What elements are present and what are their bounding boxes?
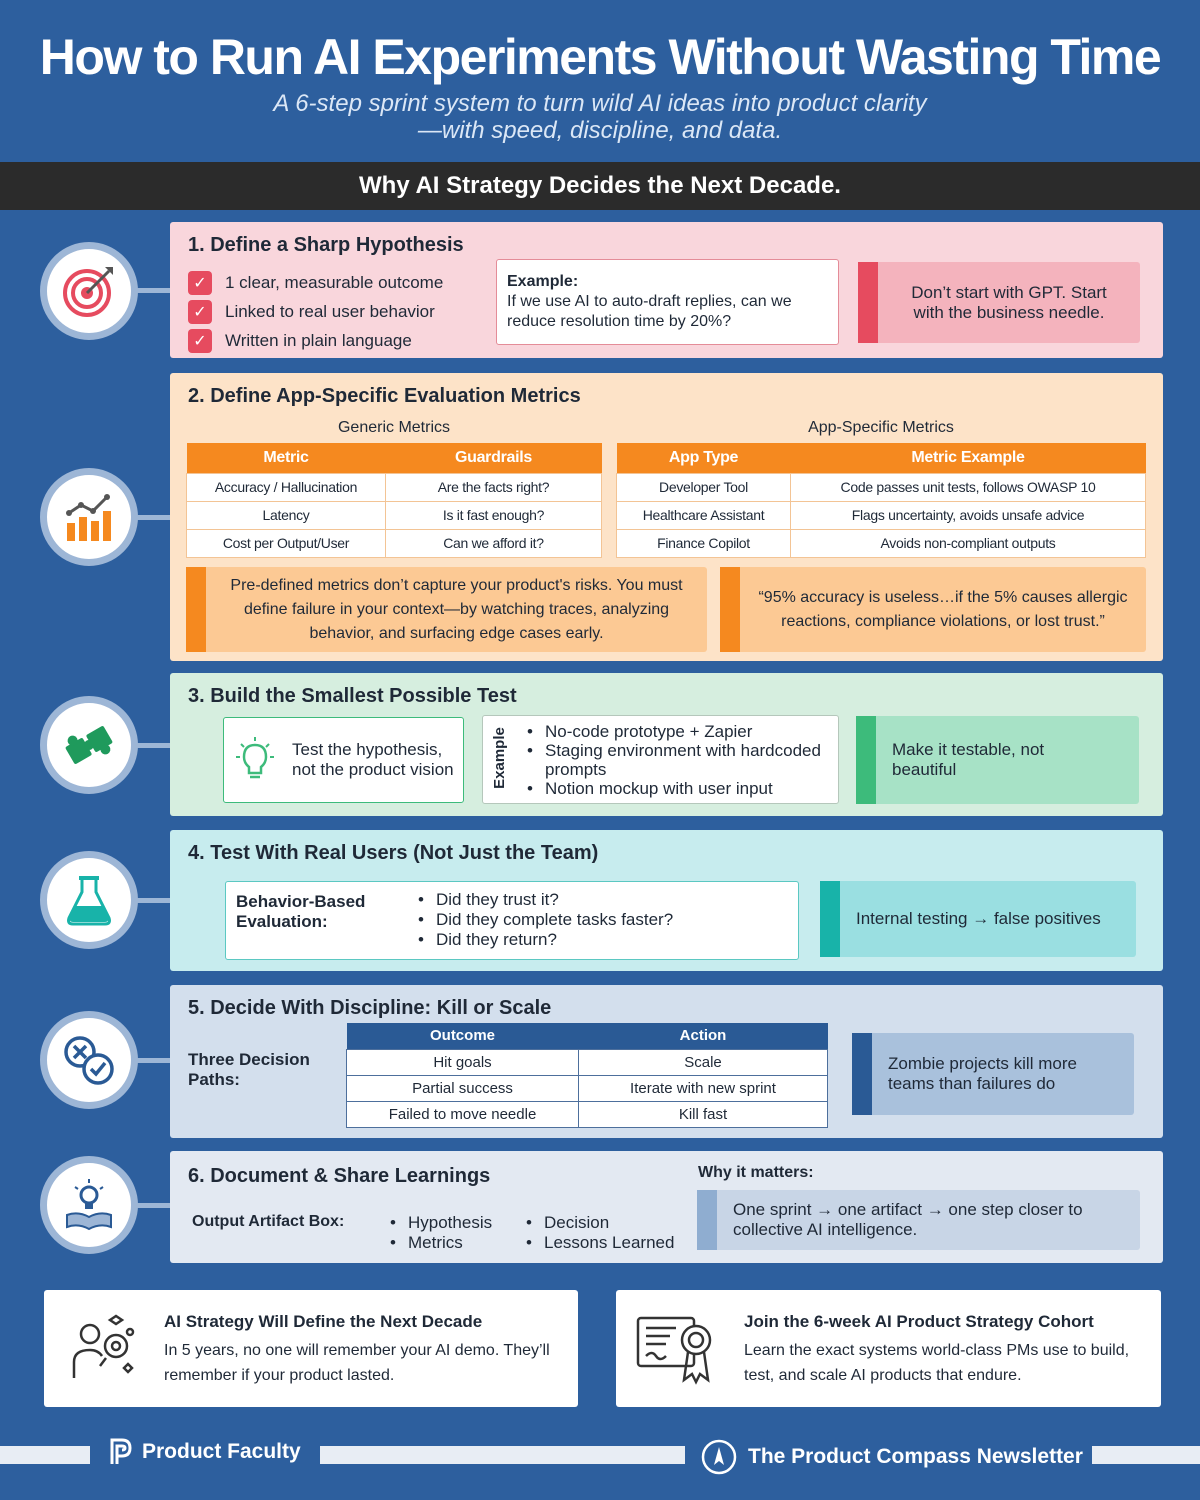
target-icon [40, 242, 138, 340]
step-6-title: 6. Document & Share Learnings [188, 1165, 491, 1187]
example-list: No-code prototype + Zapier Staging envir… [525, 722, 838, 798]
example-text: If we use AI to auto-draft replies, can … [507, 293, 792, 330]
step-6-note: One sprint → one artifact → one step clo… [697, 1190, 1140, 1250]
connector [132, 743, 172, 748]
strategy-card: AI Strategy Will Define the Next Decade … [44, 1290, 578, 1407]
list-item: Hypothesis [388, 1213, 492, 1233]
step-3-section: 3. Build the Smallest Possible Test Test… [170, 673, 1163, 816]
why-label: Why it matters: [698, 1164, 814, 1181]
strategist-icon [72, 1314, 135, 1378]
step-2-note-1: Pre-defined metrics don’t capture your p… [186, 567, 707, 652]
product-faculty-logo[interactable]: Product Faculty [108, 1438, 301, 1466]
step-3-note: Make it testable, not beautiful [856, 716, 1139, 804]
example-box: Example: If we use AI to auto-draft repl… [496, 259, 839, 345]
step-4-section: 4. Test With Real Users (Not Just the Te… [170, 830, 1163, 971]
cohort-card: Join the 6-week AI Product Strategy Coho… [616, 1290, 1161, 1407]
questions-list: Did they trust it? Did they complete tas… [416, 890, 673, 950]
card-title: Join the 6-week AI Product Strategy Coho… [744, 1312, 1094, 1331]
artifact-list-1: Hypothesis Metrics [388, 1213, 492, 1253]
list-item: No-code prototype + Zapier [525, 722, 838, 741]
list-item: Did they return? [416, 930, 673, 950]
connector [132, 515, 172, 520]
list-item: Did they complete tasks faster? [416, 910, 673, 930]
artifact-list-2: Decision Lessons Learned [524, 1213, 674, 1253]
product-compass-logo[interactable]: The Product Compass Newsletter [700, 1438, 1083, 1476]
bar-chart-icon [40, 468, 138, 566]
footer-line [1092, 1446, 1200, 1464]
certificate-icon [636, 1316, 712, 1385]
decision-icon [40, 1011, 138, 1109]
check-list: ✓1 clear, measurable outcome ✓Linked to … [188, 268, 443, 355]
step-2-title: 2. Define App-Specific Evaluation Metric… [188, 385, 581, 407]
check-item: ✓Written in plain language [188, 326, 443, 355]
page-subtitle: A 6-step sprint system to turn wild AI i… [273, 90, 927, 144]
step-5-note: Zombie projects kill more teams than fai… [852, 1033, 1134, 1115]
example-label: Example: [507, 273, 579, 290]
decision-paths-label: Three Decision Paths: [188, 1050, 310, 1089]
list-item: Metrics [388, 1233, 492, 1253]
banner: Why AI Strategy Decides the Next Decade. [0, 162, 1200, 210]
app-metrics-label: App-Specific Metrics [808, 419, 954, 436]
checkmark-icon: ✓ [188, 270, 212, 295]
compass-icon [701, 1439, 737, 1475]
step-5-section: 5. Decide With Discipline: Kill or Scale… [170, 985, 1163, 1138]
product-faculty-icon [110, 1438, 132, 1464]
example-box: Example No-code prototype + Zapier Stagi… [482, 715, 839, 804]
lightbulb-icon [236, 737, 274, 779]
step-1-title: 1. Define a Sharp Hypothesis [188, 234, 464, 256]
list-item: Did they trust it? [416, 890, 673, 910]
card-text: Learn the exact systems world-class PMs … [744, 1342, 1130, 1384]
step-1-note: Don’t start with GPT. Start with the bus… [858, 262, 1140, 343]
list-item: Staging environment with hardcoded promp… [525, 741, 838, 779]
connector [132, 1058, 172, 1063]
step-3-title: 3. Build the Smallest Possible Test [188, 685, 517, 707]
step-2-note-2: “95% accuracy is useless…if the 5% cause… [720, 567, 1146, 652]
connector [132, 1203, 172, 1208]
checkmark-icon: ✓ [188, 299, 212, 324]
card-text: In 5 years, no one will remember your AI… [164, 1342, 550, 1384]
connector [132, 898, 172, 903]
footer-line [320, 1446, 685, 1464]
list-item: Lessons Learned [524, 1233, 674, 1253]
check-item: ✓Linked to real user behavior [188, 297, 443, 326]
step-6-section: 6. Document & Share Learnings Output Art… [170, 1151, 1163, 1263]
generic-metrics-label: Generic Metrics [337, 419, 451, 436]
book-idea-icon [40, 1156, 138, 1254]
check-item: ✓1 clear, measurable outcome [188, 268, 443, 297]
flask-icon [40, 851, 138, 949]
idea-box: Test the hypothesis, not the product vis… [223, 717, 464, 803]
checkmark-icon: ✓ [188, 328, 212, 353]
step-5-title: 5. Decide With Discipline: Kill or Scale [188, 997, 552, 1019]
card-title: AI Strategy Will Define the Next Decade [164, 1312, 483, 1331]
connector [132, 288, 172, 293]
step-4-note: Internal testing → false positives [820, 881, 1136, 957]
puzzle-icon [40, 696, 138, 794]
page-title: How to Run AI Experiments Without Wastin… [39, 29, 1162, 85]
artifact-label: Output Artifact Box: [192, 1213, 345, 1230]
step-2-section: 2. Define App-Specific Evaluation Metric… [170, 373, 1163, 661]
list-item: Notion mockup with user input [525, 779, 838, 798]
step-4-title: 4. Test With Real Users (Not Just the Te… [188, 842, 599, 864]
list-item: Decision [524, 1213, 674, 1233]
step-1-section: 1. Define a Sharp Hypothesis ✓1 clear, m… [170, 222, 1163, 358]
evaluation-box: Behavior-Based Evaluation: Did they trus… [225, 881, 799, 960]
footer-line [0, 1446, 90, 1464]
